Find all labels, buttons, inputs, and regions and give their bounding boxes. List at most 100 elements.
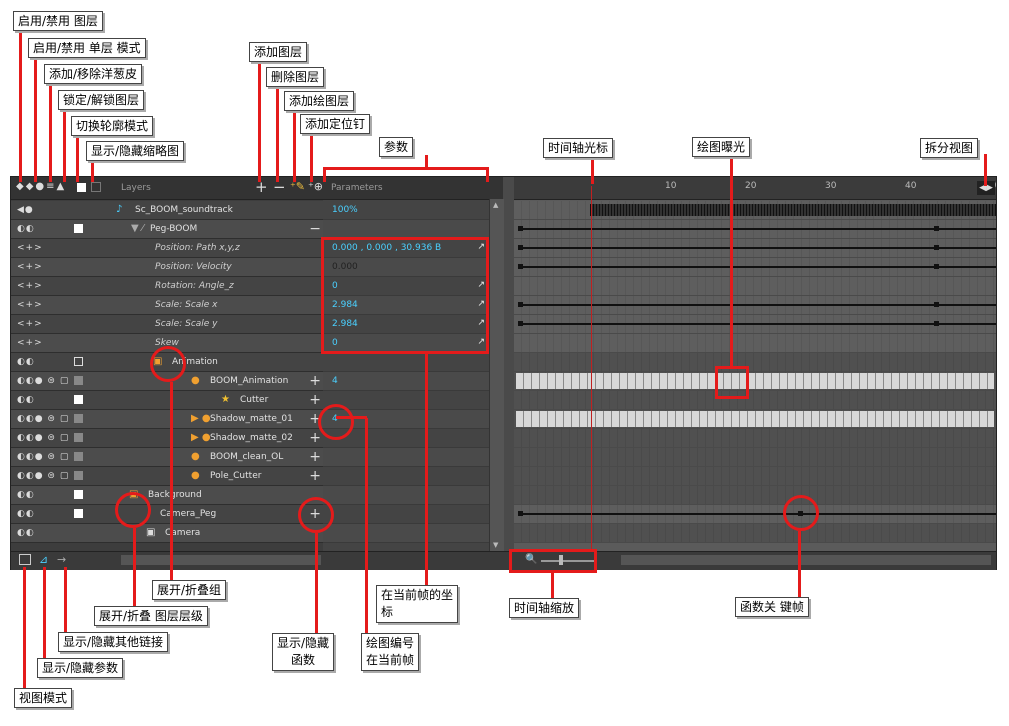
keyframe[interactable] bbox=[518, 245, 523, 250]
keyframe[interactable] bbox=[934, 226, 939, 231]
outline-toggle[interactable] bbox=[74, 224, 83, 233]
keyframe[interactable] bbox=[934, 302, 939, 307]
function-curve-icon[interactable]: ↗ bbox=[477, 280, 485, 290]
layer-toggle-icons[interactable]: <+> bbox=[17, 319, 43, 329]
outline-toggle[interactable] bbox=[74, 376, 83, 385]
layer-row[interactable]: ◐◐● ⊜ ▢▶ ●Shadow_matte_01+ bbox=[11, 410, 323, 429]
keyframe[interactable] bbox=[934, 264, 939, 269]
parameter-value[interactable]: 2.984 bbox=[332, 300, 358, 310]
layer-toggle-icons[interactable]: ◐◐ bbox=[17, 357, 35, 367]
layer-toggle-icons[interactable]: <+> bbox=[17, 243, 43, 253]
layer-row[interactable]: ◐◐★Cutter+ bbox=[11, 391, 323, 410]
outline-toggle[interactable] bbox=[74, 357, 83, 366]
drawing-exposure-cells[interactable] bbox=[516, 411, 994, 427]
layer-row[interactable]: ◐◐● ⊜ ▢●BOOM_clean_OL+ bbox=[11, 448, 323, 467]
layer-row[interactable]: <+>Rotation: Angle_z bbox=[11, 277, 323, 296]
function-curve-icon[interactable]: ↗ bbox=[477, 242, 485, 252]
layer-toggle-icons[interactable]: ◐◐ bbox=[17, 528, 35, 538]
layer-type-icon[interactable]: ▼ ⁄ bbox=[131, 223, 144, 234]
horizontal-scrollbar[interactable] bbox=[121, 555, 321, 565]
layer-toggle-icons[interactable]: ◐◐● ⊜ ▢ bbox=[17, 471, 70, 481]
layer-toggle-icons[interactable]: ◀● bbox=[17, 205, 34, 215]
view-mode-icon[interactable] bbox=[19, 554, 31, 565]
layer-row[interactable]: <+>Scale: Scale x bbox=[11, 296, 323, 315]
parameter-row[interactable]: 2.984↗ bbox=[323, 296, 489, 315]
timeline-row[interactable] bbox=[514, 201, 996, 220]
outline-mode-icon[interactable] bbox=[77, 183, 86, 192]
parameter-row[interactable] bbox=[323, 391, 489, 410]
vertical-scrollbar[interactable]: ▲ ▼ bbox=[489, 199, 504, 551]
timeline-playhead[interactable] bbox=[591, 186, 592, 551]
timeline-row[interactable] bbox=[514, 429, 996, 448]
layer-toggle-icons[interactable]: ◐◐● ⊜ ▢ bbox=[17, 414, 70, 424]
layer-type-icon[interactable]: ● bbox=[191, 451, 200, 462]
timeline-ruler[interactable] bbox=[514, 177, 996, 200]
parameter-row[interactable] bbox=[323, 467, 489, 486]
parameter-value[interactable]: 4 bbox=[332, 376, 338, 386]
add-peg-button[interactable]: ⁺⊕ bbox=[308, 180, 324, 193]
keyframe[interactable] bbox=[518, 321, 523, 326]
delete-layer-button[interactable]: − bbox=[273, 178, 286, 196]
layer-row[interactable]: <+>Position: Velocity bbox=[11, 258, 323, 277]
timeline-row[interactable] bbox=[514, 220, 996, 239]
timeline-row[interactable] bbox=[514, 277, 996, 296]
parameter-value[interactable]: 0 bbox=[332, 338, 338, 348]
show-params-icon[interactable]: ⊿ bbox=[39, 553, 49, 566]
toggle-icons-group[interactable]: ◆◆●≡▲ bbox=[16, 181, 67, 192]
function-toggle-button[interactable]: + bbox=[309, 373, 321, 389]
layer-type-icon[interactable]: ▶ ● bbox=[191, 432, 211, 443]
parameter-row[interactable]: 0↗ bbox=[323, 277, 489, 296]
parameter-row[interactable]: 0.000 , 0.000 , 30.936 B↗ bbox=[323, 239, 489, 258]
layer-toggle-icons[interactable]: ◐◐ bbox=[17, 509, 35, 519]
layer-toggle-icons[interactable]: <+> bbox=[17, 262, 43, 272]
function-toggle-button[interactable]: + bbox=[309, 430, 321, 446]
keyframe[interactable] bbox=[518, 226, 523, 231]
add-layer-button[interactable]: + bbox=[255, 178, 268, 196]
function-toggle-button[interactable]: + bbox=[309, 392, 321, 408]
keyframe[interactable] bbox=[934, 245, 939, 250]
function-toggle-button[interactable]: + bbox=[309, 411, 321, 427]
parameter-value[interactable]: 0 bbox=[332, 281, 338, 291]
timeline-row[interactable] bbox=[514, 505, 996, 524]
parameter-row[interactable] bbox=[323, 505, 489, 524]
layer-toggle-icons[interactable]: ◐◐● ⊜ ▢ bbox=[17, 452, 70, 462]
parameter-row[interactable] bbox=[323, 429, 489, 448]
timeline-row[interactable] bbox=[514, 315, 996, 334]
drawing-exposure-cells[interactable] bbox=[516, 373, 994, 389]
keyframe[interactable] bbox=[518, 302, 523, 307]
function-toggle-button[interactable]: − bbox=[309, 221, 321, 237]
layer-toggle-icons[interactable]: <+> bbox=[17, 300, 43, 310]
timeline-row[interactable] bbox=[514, 353, 996, 372]
parameter-row[interactable] bbox=[323, 524, 489, 543]
timeline-row[interactable] bbox=[514, 239, 996, 258]
layer-toggle-icons[interactable]: ◐◐ bbox=[17, 490, 35, 500]
layer-toggle-icons[interactable]: ◐◐● ⊜ ▢ bbox=[17, 376, 70, 386]
timeline-row[interactable] bbox=[514, 296, 996, 315]
show-links-icon[interactable]: → bbox=[57, 553, 67, 566]
thumbnail-icon[interactable] bbox=[91, 182, 101, 192]
layer-toggle-icons[interactable]: ◐◐ bbox=[17, 395, 35, 405]
outline-toggle[interactable] bbox=[74, 395, 83, 404]
timeline-zoom-slider[interactable] bbox=[541, 560, 596, 562]
outline-toggle[interactable] bbox=[74, 509, 83, 518]
function-toggle-button[interactable]: + bbox=[309, 468, 321, 484]
layer-row[interactable]: <+>Scale: Scale y bbox=[11, 315, 323, 334]
timeline-row[interactable] bbox=[514, 467, 996, 486]
function-curve-icon[interactable]: ↗ bbox=[477, 318, 485, 328]
layer-row[interactable]: ◀● ♪Sc_BOOM_soundtrack bbox=[11, 201, 323, 220]
layer-type-icon[interactable]: ▣ bbox=[146, 527, 156, 538]
parameter-value[interactable]: 2.984 bbox=[332, 319, 358, 329]
layer-row[interactable]: ◐◐▣Camera bbox=[11, 524, 323, 543]
outline-toggle[interactable] bbox=[74, 452, 83, 461]
outline-toggle[interactable] bbox=[74, 433, 83, 442]
parameter-row[interactable] bbox=[323, 448, 489, 467]
layer-type-icon[interactable]: ● bbox=[191, 375, 200, 386]
parameter-row[interactable]: 4 bbox=[323, 372, 489, 391]
timeline-row[interactable] bbox=[514, 258, 996, 277]
layer-type-icon[interactable]: ★ bbox=[221, 394, 230, 405]
outline-toggle[interactable] bbox=[74, 471, 83, 480]
function-curve-icon[interactable]: ↗ bbox=[477, 337, 485, 347]
layer-toggle-icons[interactable]: <+> bbox=[17, 281, 43, 291]
layer-toggle-icons[interactable]: <+> bbox=[17, 338, 43, 348]
layer-toggle-icons[interactable]: ◐◐ bbox=[17, 224, 35, 234]
